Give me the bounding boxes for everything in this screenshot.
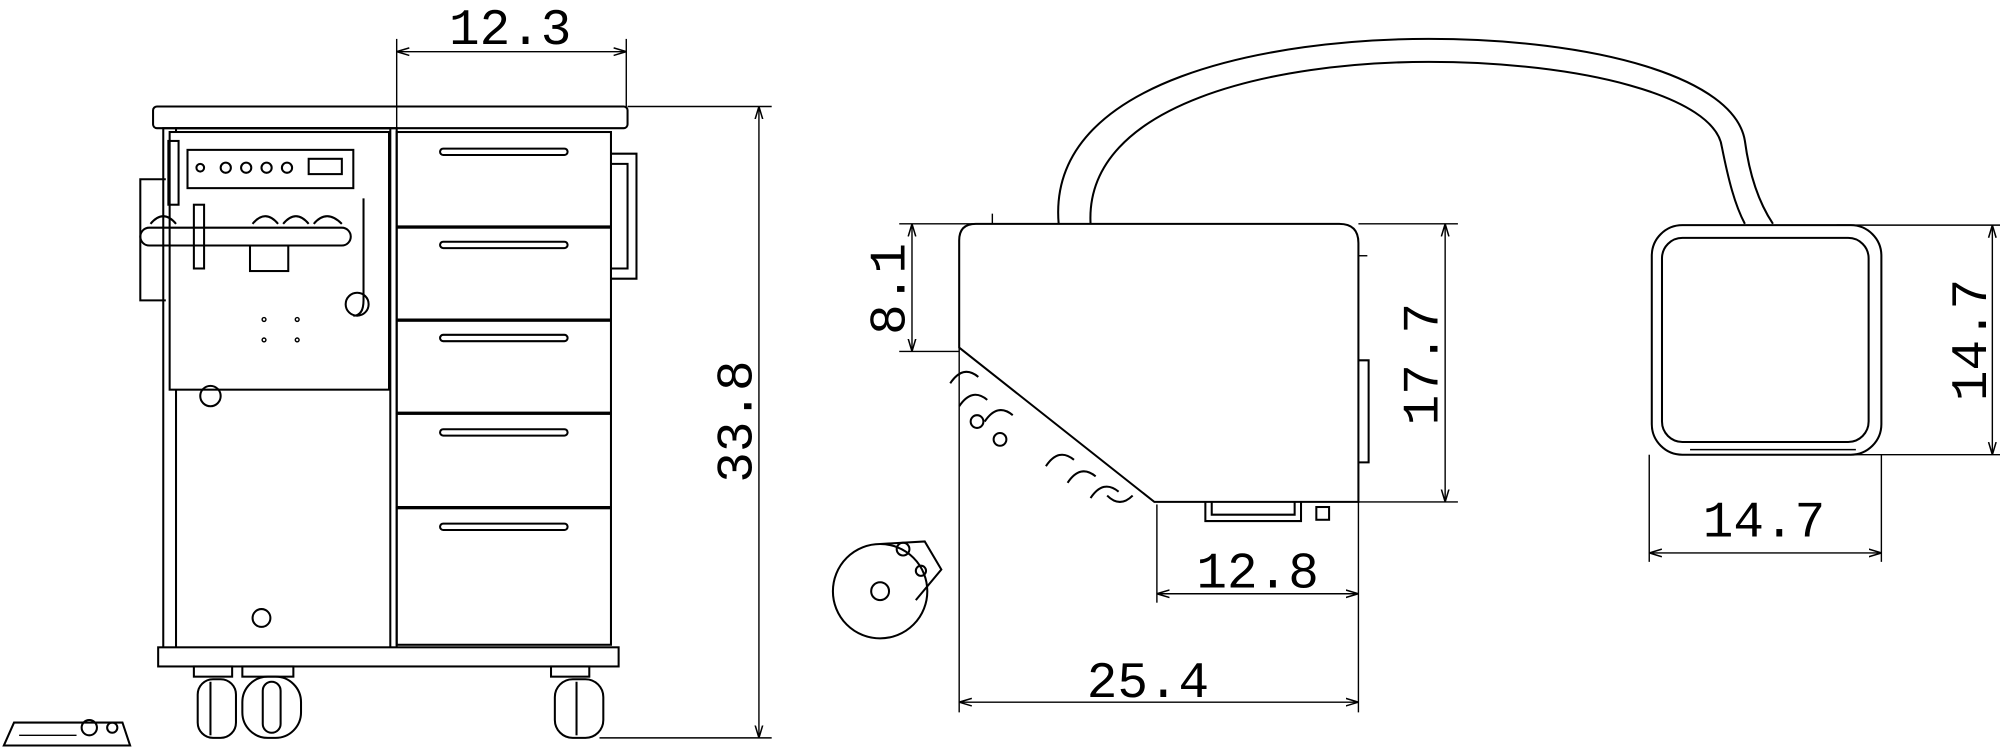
total-height-label: 17.7 [1397, 303, 1454, 425]
upper-height-label: 8.1 [863, 243, 920, 335]
total-depth-label: 25.4 [1087, 656, 1209, 713]
handpiece-holders [949, 370, 1134, 503]
hose [1057, 37, 1774, 225]
panel-knobs [195, 161, 294, 174]
foot-pedal [2, 719, 132, 747]
unit-side-view: 8.1 17.7 12.8 25.4 [831, 37, 1774, 713]
dental-cart-front-view: 12.3 33.8 [2, 3, 772, 747]
cart-width-label: 12.3 [449, 3, 571, 60]
pad-height-label: 14.7 [1945, 279, 2000, 401]
unit-body [958, 222, 1360, 503]
cart-height-label: 33.8 [710, 360, 767, 482]
pad-outer [1650, 224, 1883, 456]
panel-holes [261, 316, 300, 343]
casters [192, 665, 605, 739]
bottom-depth-label: 12.8 [1196, 546, 1318, 603]
left-handle [139, 178, 166, 302]
round-foot-control [831, 540, 943, 640]
drawers [395, 130, 612, 646]
right-handle [610, 152, 638, 280]
pad-view: 14.7 14.7 [1648, 224, 2000, 562]
pad-width-label: 14.7 [1703, 495, 1825, 552]
